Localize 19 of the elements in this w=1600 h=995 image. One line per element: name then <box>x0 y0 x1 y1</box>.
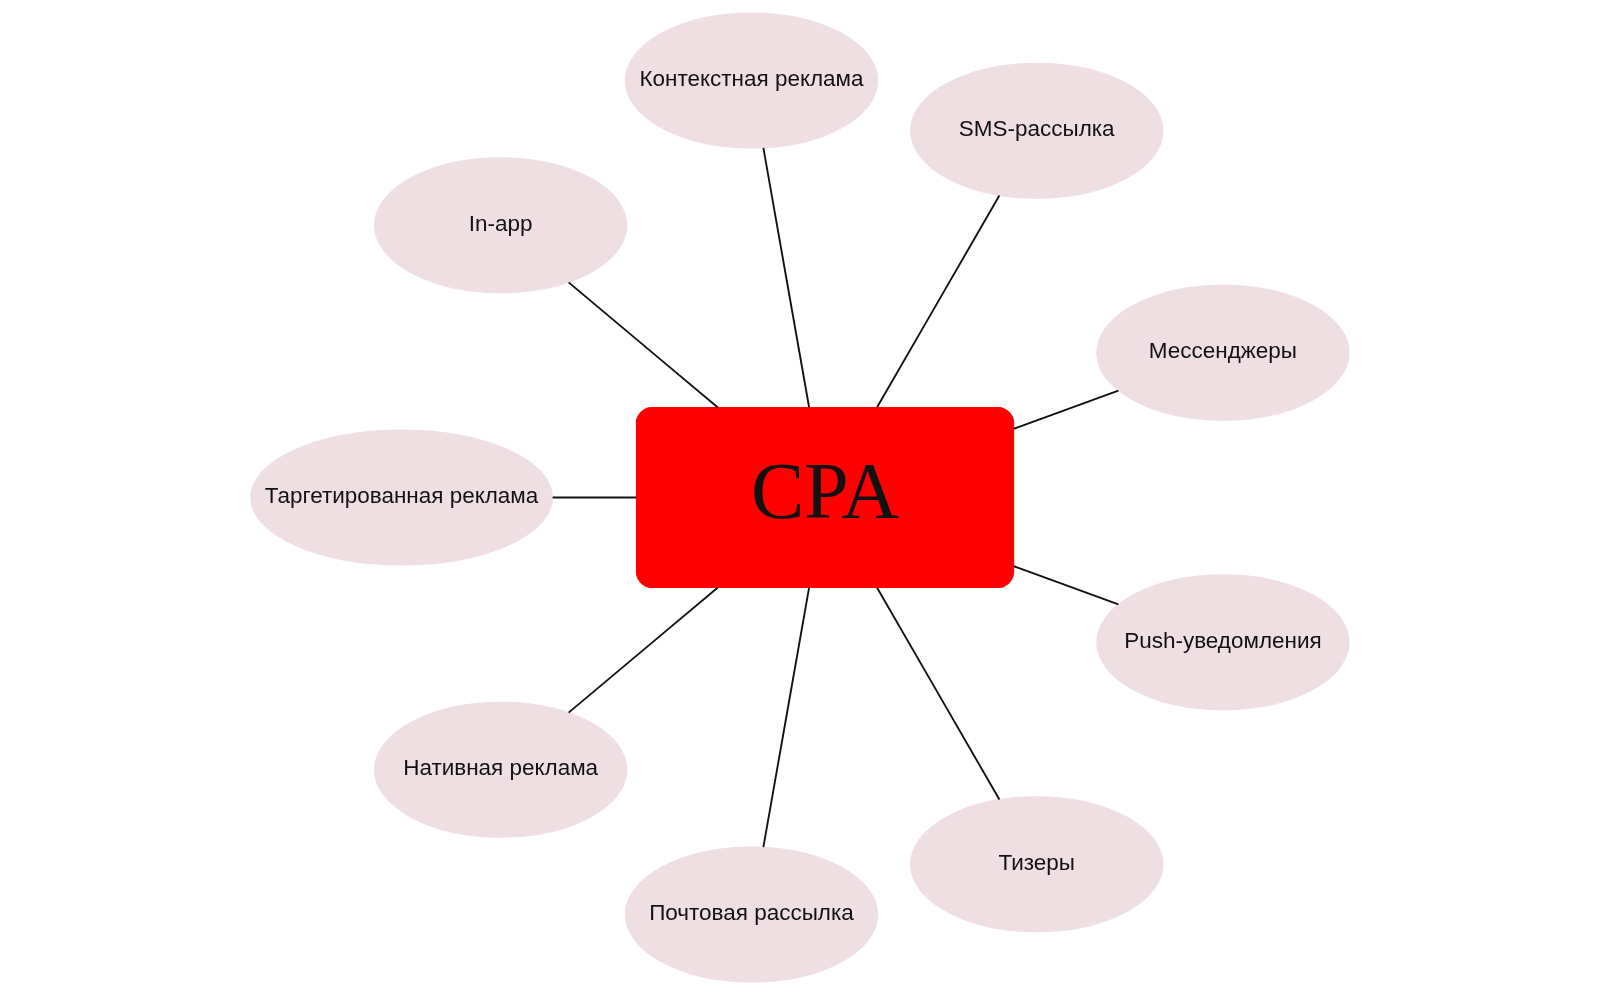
connector <box>1012 565 1120 606</box>
connector <box>551 496 638 499</box>
node-ellipse: In-app <box>373 157 628 294</box>
connector <box>762 147 811 409</box>
node-ellipse: SMS-рассылка <box>910 62 1164 199</box>
node-ellipse: Контекстная реклама <box>624 12 879 149</box>
node-ellipse: Нативная реклама <box>373 701 628 838</box>
connector <box>762 586 811 848</box>
connector <box>567 586 719 714</box>
connector <box>1012 389 1120 430</box>
connector <box>876 194 1001 409</box>
node-ellipse: Почтовая рассылка <box>624 846 879 983</box>
node-ellipse: Тизеры <box>910 796 1164 933</box>
connector <box>876 586 1001 801</box>
node-ellipse: Push-уведомления <box>1096 574 1350 711</box>
node-ellipse: Таргетированная реклама <box>250 429 553 566</box>
node-ellipse: Мессенджеры <box>1096 284 1350 421</box>
node-box: CPA <box>635 407 1015 588</box>
connector <box>567 281 719 409</box>
